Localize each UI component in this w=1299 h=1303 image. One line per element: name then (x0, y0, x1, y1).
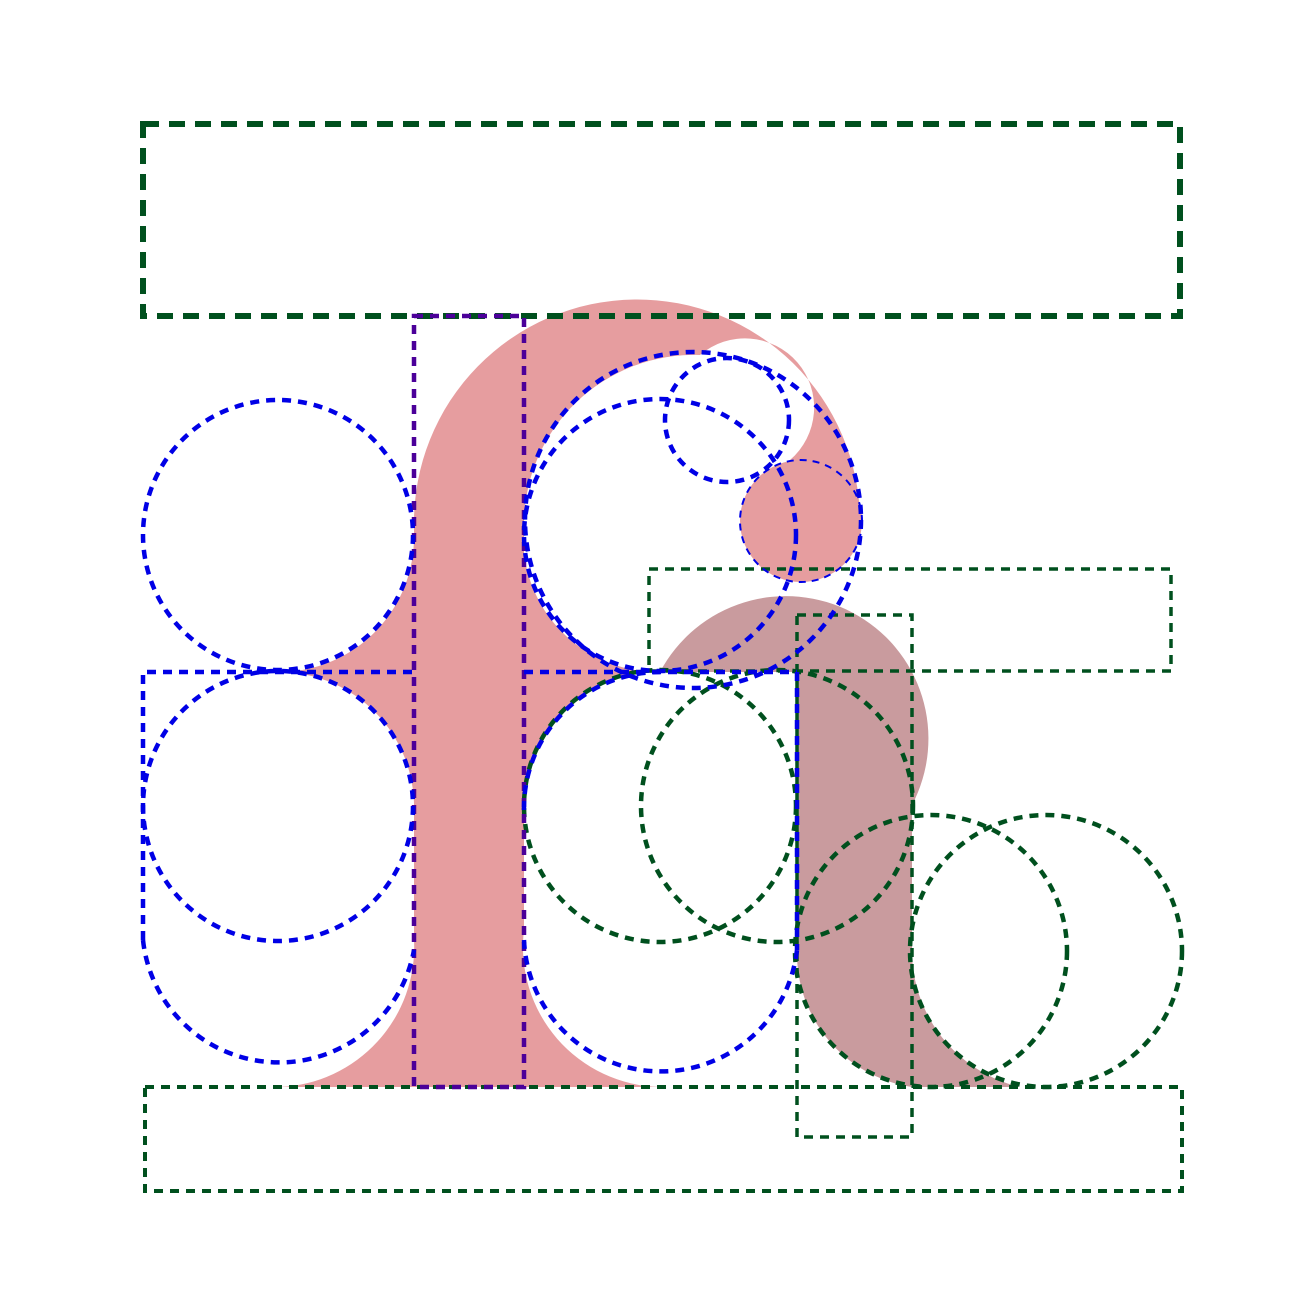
tail-upper-circle (638, 667, 916, 945)
left-counter-rect (140, 669, 414, 940)
terminal-circle (739, 459, 863, 583)
glyph-f-right-lower-fillet (523, 671, 660, 810)
tail-end-circle (907, 812, 1185, 1090)
glyph-f-right-fillet (522, 520, 660, 673)
blue-guide-layer (140, 313, 864, 1090)
ascender-band (140, 121, 1183, 319)
glyph-layer (280, 299, 1020, 1088)
glyph-tail-stroke (660, 596, 1020, 1087)
bottom-left-arc (140, 939, 417, 1065)
glyph-f-terminal-ball (740, 460, 862, 582)
upper-left-circle (140, 397, 416, 673)
crossbar-box (647, 567, 1173, 673)
green-guide-layer (140, 121, 1185, 1193)
tail-lower-circle (792, 812, 1070, 1090)
tail-stem-box (795, 613, 914, 1139)
glyph-f-body (280, 299, 860, 1088)
stem-guide-rect (411, 313, 527, 1090)
right-bowl-circle (521, 667, 799, 945)
baseline-band (143, 1085, 1184, 1193)
lower-left-circle (140, 668, 416, 944)
small-hood-circle (662, 355, 792, 485)
